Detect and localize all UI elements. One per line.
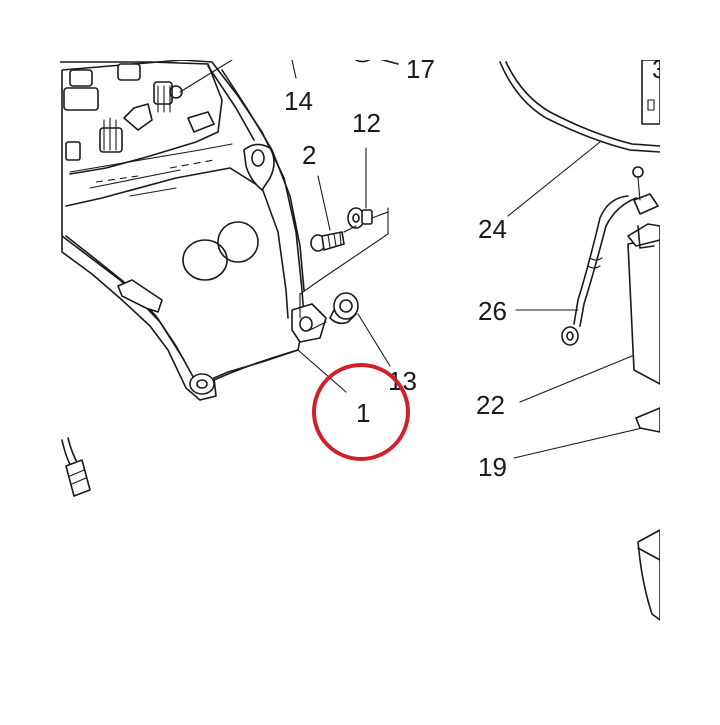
callout-label-24: 24 — [478, 214, 507, 244]
grommet-part-12 — [343, 147, 373, 233]
crop-margin-left — [0, 0, 60, 720]
highlight-circle-part-1 — [312, 363, 410, 461]
crop-margin-top — [0, 0, 720, 60]
crop-margin-right — [660, 0, 720, 720]
callout-label-12: 12 — [352, 108, 381, 138]
pad-part-19 — [513, 407, 661, 459]
wire-part-24 — [499, 61, 661, 217]
callout-label-1: 1 — [356, 398, 370, 428]
tray-part — [637, 529, 661, 621]
battery-part-22 — [519, 166, 661, 403]
leader-part-1 — [297, 349, 347, 393]
crop-margin-bottom — [0, 660, 720, 720]
callout-label-14: 14 — [284, 86, 313, 116]
leader-part-14 — [291, 59, 297, 79]
callout-label-19: 19 — [478, 452, 507, 482]
electronics-cluster — [59, 59, 233, 183]
wire-connector — [61, 437, 91, 497]
bushing-part-13 — [309, 292, 391, 367]
screw-part-2 — [310, 175, 345, 252]
explode-guides — [299, 207, 389, 319]
cable-part-26 — [515, 195, 637, 346]
callout-label-26: 26 — [478, 296, 507, 326]
callout-label-22: 22 — [476, 390, 505, 420]
callout-label-2: 2 — [302, 140, 316, 170]
